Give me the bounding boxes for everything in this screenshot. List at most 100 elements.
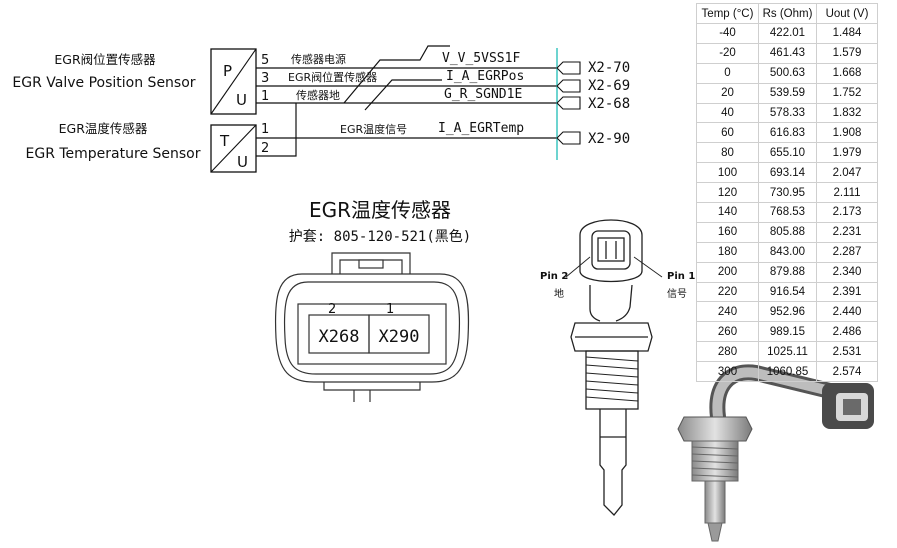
- pin2-desc: 地: [554, 287, 564, 300]
- table-cell: 160: [696, 221, 759, 243]
- table-cell: 952.96: [758, 301, 817, 323]
- pin-number: 5: [261, 53, 269, 68]
- table-cell: 693.14: [758, 162, 817, 184]
- connector-id: X2-90: [588, 131, 630, 147]
- table-cell: 1.979: [816, 142, 878, 164]
- table-cell: 240: [696, 301, 759, 323]
- table-cell: -20: [696, 42, 759, 64]
- pin-2-number: 2: [328, 302, 336, 317]
- pin-number: 1: [261, 89, 269, 104]
- wire-label-cn: EGR温度信号: [340, 122, 407, 136]
- table-cell: 1025.11: [758, 341, 817, 363]
- box2-u: U: [237, 153, 248, 171]
- col-header-rs: Rs (Ohm): [758, 3, 817, 24]
- table-cell: 1.484: [816, 23, 878, 44]
- table-cell: 768.53: [758, 202, 817, 223]
- pin1-callout: Pin 1: [667, 271, 695, 282]
- col-header-uout: Uout (V): [816, 3, 878, 24]
- table-cell: 200: [696, 261, 759, 283]
- wiring-diagram: EGR阀位置传感器 EGR Valve Position Sensor EGR温…: [12, 45, 630, 173]
- connector-drawing: EGR温度传感器 护套: 805-120-521(黑色) 2 1 X268 X2…: [274, 198, 471, 402]
- table-cell: 461.43: [758, 42, 817, 64]
- pin-number: 3: [261, 71, 269, 86]
- table-cell: 2.391: [816, 281, 878, 303]
- table-cell: 2.440: [816, 301, 878, 323]
- table-cell: 2.531: [816, 341, 878, 363]
- table-cell: 60: [696, 122, 759, 144]
- table-cell: 0: [696, 62, 759, 84]
- table-cell: 1.579: [816, 42, 878, 64]
- table-cell: 989.15: [758, 321, 817, 343]
- pin-1-label: X290: [379, 327, 420, 347]
- table-cell: 80: [696, 142, 759, 164]
- table-cell: 40: [696, 102, 759, 124]
- table-cell: 140: [696, 202, 759, 223]
- table-cell: -40: [696, 23, 759, 44]
- table-cell: 2.486: [816, 321, 878, 343]
- table-cell: 843.00: [758, 241, 817, 263]
- table-cell: 260: [696, 321, 759, 343]
- wire-label-cn: 传感器电源: [291, 52, 346, 66]
- table-cell: 2.287: [816, 241, 878, 263]
- table-cell: 655.10: [758, 142, 817, 164]
- box1-p: P: [223, 62, 232, 80]
- table-cell: 120: [696, 182, 759, 204]
- signal-name: V_V_5VSS1F: [442, 51, 520, 66]
- table-cell: 539.59: [758, 82, 817, 104]
- table-cell: 730.95: [758, 182, 817, 204]
- pin-1-number: 1: [386, 302, 394, 317]
- wire-label-cn: 传感器地: [296, 89, 340, 102]
- wires: [256, 45, 557, 157]
- pin1-desc: 信号: [667, 288, 687, 300]
- table-cell: 1.668: [816, 62, 878, 84]
- sensor1-name-cn: EGR阀位置传感器: [54, 52, 156, 67]
- table-cell: 2.111: [816, 182, 878, 204]
- table-cell: 300: [696, 361, 759, 383]
- connector-id: X2-69: [588, 78, 630, 94]
- sensor2-name-cn: EGR温度传感器: [59, 121, 148, 136]
- box1-u: U: [236, 91, 247, 109]
- sensor-photo: [677, 364, 874, 542]
- table-cell: 220: [696, 281, 759, 303]
- table-cell: 805.88: [758, 221, 817, 243]
- table-cell: 578.33: [758, 102, 817, 124]
- table-cell: 879.88: [758, 261, 817, 283]
- terminals: [556, 61, 581, 145]
- sensor2-name-en: EGR Temperature Sensor: [26, 146, 201, 162]
- pin2-callout: Pin 2: [540, 271, 568, 282]
- connector-housing: 护套: 805-120-521(黑色): [289, 228, 471, 245]
- table-cell: 500.63: [758, 62, 817, 84]
- table-cell: 2.047: [816, 162, 878, 184]
- sensor-line-drawing: Pin 2 地 Pin 1 信号: [540, 219, 695, 516]
- table-header-row: Temp (°C) Rs (Ohm) Uout (V): [696, 3, 878, 24]
- table-cell: 1.908: [816, 122, 878, 144]
- table-cell: 1.832: [816, 102, 878, 124]
- table-cell: 2.574: [816, 361, 878, 383]
- pin-number: 2: [261, 141, 269, 156]
- table-cell: 2.173: [816, 202, 878, 223]
- position-sensor-symbol: P U: [210, 48, 257, 115]
- table-cell: 2.340: [816, 261, 878, 283]
- table-cell: 100: [696, 162, 759, 184]
- connector-id: X2-70: [588, 60, 630, 76]
- connector-id: X2-68: [588, 96, 630, 112]
- table-cell: 616.83: [758, 122, 817, 144]
- col-header-temp: Temp (°C): [696, 3, 759, 24]
- signal-name: G_R_SGND1E: [444, 87, 522, 102]
- pin-number: 1: [261, 122, 269, 137]
